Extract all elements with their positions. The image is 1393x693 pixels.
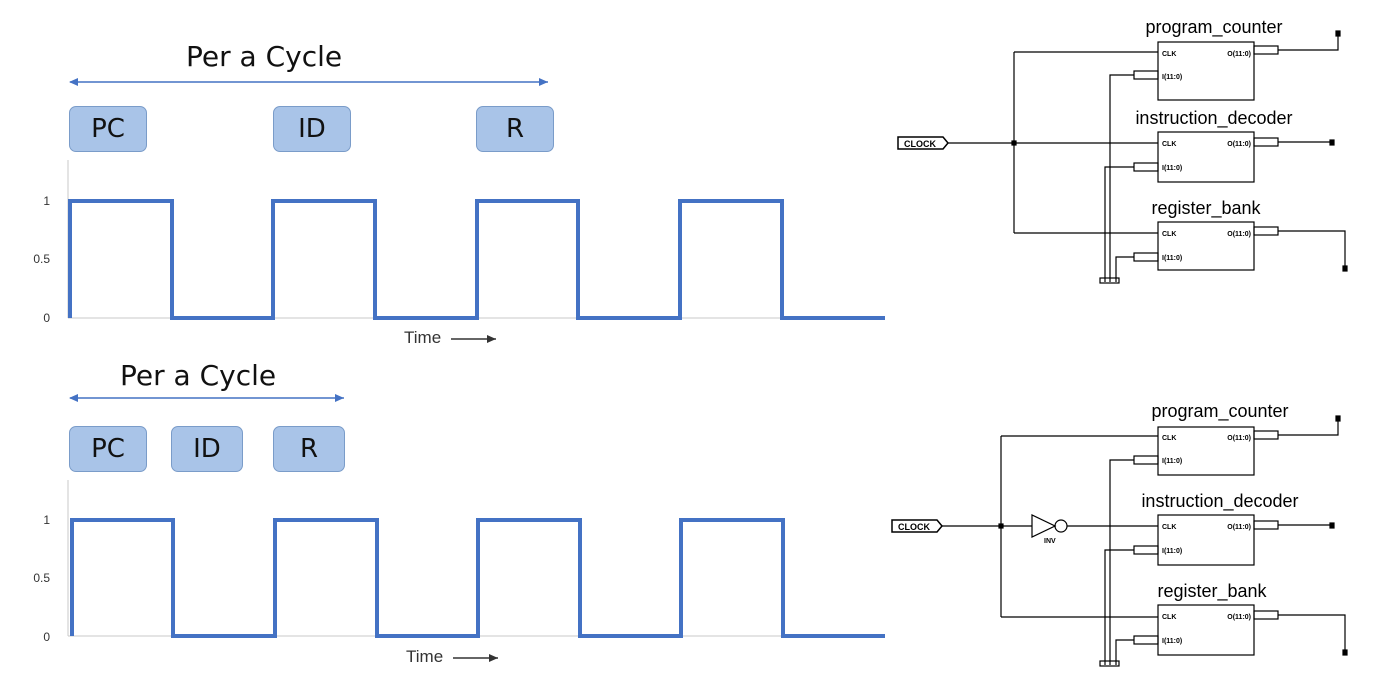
top-name-instruction-decoder: instruction_decoder (1135, 108, 1292, 129)
top-stage-r: R (476, 106, 554, 152)
bottom-time-label: Time (406, 647, 443, 666)
bottom-name-register-bank: register_bank (1157, 581, 1267, 602)
inverter-label: INV (1044, 538, 1056, 545)
top-cycle-label: Per a Cycle (186, 40, 343, 73)
svg-text:I(11:0): I(11:0) (1162, 638, 1182, 645)
svg-text:O(11:0): O(11:0) (1227, 524, 1251, 531)
bottom-name-instruction-decoder: instruction_decoder (1141, 491, 1298, 512)
top-clock-text: CLOCK (904, 139, 936, 149)
bottom-clock-waveform (70, 518, 885, 638)
top-block-instruction-decoder (1157, 131, 1255, 183)
svg-text:CLK: CLK (1162, 435, 1176, 442)
top-time-label: Time (404, 328, 441, 347)
bottom-waveform-ticks: 1 0.5 0 (33, 513, 50, 644)
schematic-top-text: CLOCK program_counter instruction_decode… (904, 17, 1293, 262)
svg-text:I(11:0): I(11:0) (1162, 74, 1182, 81)
svg-text:O(11:0): O(11:0) (1227, 231, 1251, 238)
bottom-name-program-counter: program_counter (1151, 401, 1288, 422)
top-clock-port (897, 136, 949, 150)
bottom-clock-text: CLOCK (898, 522, 930, 532)
svg-text:I(11:0): I(11:0) (1162, 458, 1182, 465)
svg-text:I(11:0): I(11:0) (1162, 548, 1182, 555)
top-stage-pc: PC (69, 106, 147, 152)
svg-text:CLK: CLK (1162, 614, 1176, 621)
bottom-block-program-counter (1157, 426, 1255, 476)
bottom-stage-id: ID (171, 426, 243, 472)
top-ytick-05: 0.5 (33, 252, 50, 266)
top-name-program-counter: program_counter (1145, 17, 1282, 38)
svg-text:O(11:0): O(11:0) (1227, 614, 1251, 621)
svg-text:CLK: CLK (1162, 141, 1176, 148)
top-ytick-1: 1 (43, 194, 50, 208)
bottom-stage-pc: PC (69, 426, 147, 472)
top-clock-waveform (68, 199, 885, 320)
top-ytick-0: 0 (43, 311, 50, 325)
bottom-ytick-1: 1 (43, 513, 50, 527)
bottom-stage-r: R (273, 426, 345, 472)
svg-text:O(11:0): O(11:0) (1227, 435, 1251, 442)
bottom-block-register-bank (1157, 604, 1255, 656)
svg-text:O(11:0): O(11:0) (1227, 141, 1251, 148)
top-stage-id: ID (273, 106, 351, 152)
schematic-bottom-text: CLOCK INV program_counter instruction_de… (898, 401, 1299, 645)
svg-text:CLK: CLK (1162, 51, 1176, 58)
svg-text:I(11:0): I(11:0) (1162, 255, 1182, 262)
schematic-bottom (891, 415, 1348, 667)
svg-text:I(11:0): I(11:0) (1162, 165, 1182, 172)
bottom-cycle-label: Per a Cycle (120, 359, 277, 392)
bottom-clock-port (891, 519, 943, 533)
top-waveform-ticks: 1 0.5 0 (33, 194, 50, 325)
svg-text:O(11:0): O(11:0) (1227, 51, 1251, 58)
top-block-register-bank (1157, 221, 1255, 271)
schematic-top (897, 30, 1348, 284)
svg-text:CLK: CLK (1162, 524, 1176, 531)
top-name-register-bank: register_bank (1151, 198, 1261, 219)
bottom-ytick-0: 0 (43, 630, 50, 644)
bottom-block-instruction-decoder (1157, 514, 1255, 566)
inverter-icon (1031, 514, 1057, 538)
svg-text:CLK: CLK (1162, 231, 1176, 238)
bottom-ytick-05: 0.5 (33, 571, 50, 585)
